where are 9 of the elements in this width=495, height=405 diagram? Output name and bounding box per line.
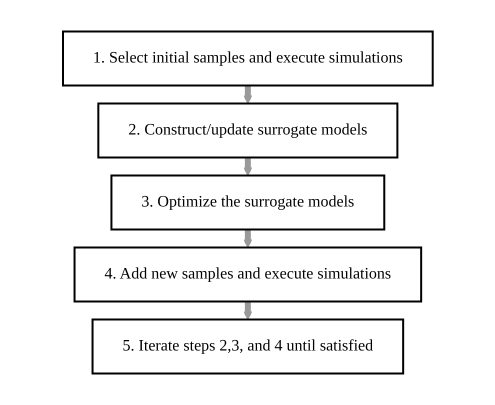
node-box: 2. Construct/update surrogate models	[96, 102, 398, 158]
arrow	[243, 300, 252, 320]
arrow	[243, 156, 252, 176]
node-box: 1. Select initial samples and execute simulations	[62, 30, 434, 86]
node-box: 5. Iterate steps 2,3, and 4 until satisfied	[91, 318, 404, 374]
node-box: 4. Add new samples and execute simulations	[73, 246, 422, 302]
arrow	[243, 228, 252, 248]
arrow	[243, 84, 252, 104]
node-box: 3. Optimize the surrogate models	[110, 174, 385, 230]
